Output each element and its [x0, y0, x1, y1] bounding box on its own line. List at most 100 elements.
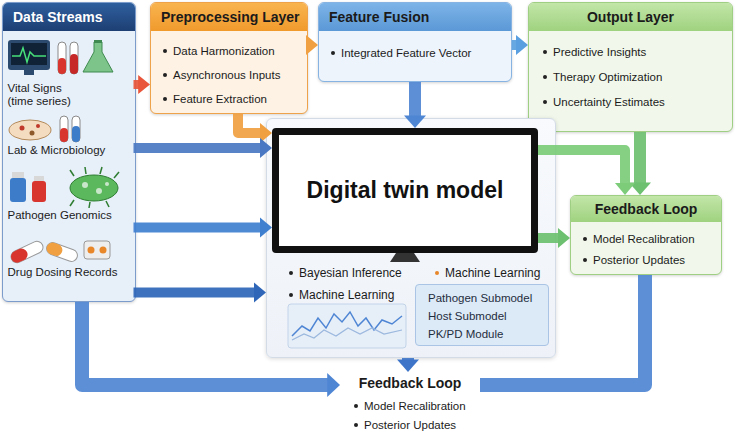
flow-arrow	[404, 82, 426, 128]
stream-label: Lab & Microbiology	[8, 144, 136, 157]
vital-signs-icon	[8, 40, 113, 75]
arrow-head	[558, 228, 570, 248]
bullet-row: Data Harmonization	[163, 39, 307, 63]
bullet-text: PK/PD Module	[428, 328, 503, 340]
submodel-list: Pathogen SubmodelHost SubmodelPK/PD Modu…	[416, 285, 548, 343]
arrow-head	[260, 138, 272, 158]
arrow-shaft	[538, 150, 625, 184]
bullet-dot	[331, 51, 335, 55]
arrow-shaft	[134, 288, 256, 298]
arrow-head	[629, 183, 651, 195]
arrow-shaft	[512, 40, 517, 50]
bullet-dot	[354, 423, 358, 427]
arrow-head	[260, 123, 272, 143]
flow-arrow	[538, 150, 635, 195]
bullet-dot	[435, 271, 439, 275]
output-box: Output LayerPredictive InsightsTherapy O…	[528, 2, 733, 132]
bullet-text: Predictive Insights	[553, 46, 646, 58]
bullet-text: Posterior Updates	[593, 254, 685, 266]
arrow-shaft	[634, 132, 646, 184]
bullet-row: Uncertainty Estimates	[543, 89, 732, 114]
preprocessing-box: Preprocessing LayerData HarmonizationAsy…	[150, 2, 308, 114]
bullet-row: Model Recalibration	[354, 396, 480, 415]
flow-arrow	[134, 138, 273, 158]
arrow-head	[327, 373, 340, 397]
bullet-dot	[289, 271, 293, 275]
arrow-shaft	[409, 82, 421, 117]
monitor-stand	[390, 253, 420, 262]
bullet-list: Model RecalibrationPosterior Updates	[571, 222, 721, 270]
stream-item: Drug Dosing Records	[4, 238, 134, 300]
bullet-text: Uncertainty Estimates	[553, 96, 665, 108]
bullet-dot	[163, 97, 167, 101]
stream-item: Lab & Microbiology	[4, 114, 134, 160]
bullet-text: Bayesian Inference	[299, 266, 402, 280]
flow-arrow	[629, 132, 651, 195]
arrow-head	[397, 360, 419, 372]
flow-arrow	[238, 114, 272, 143]
bullet-row: Asynchronous Inputs	[163, 63, 307, 87]
bullet-row: Feature Extraction	[163, 87, 307, 111]
panel-header: Output Layer	[529, 3, 732, 31]
stream-label: Vital Signs (time series)	[8, 82, 80, 108]
bullet-list: Data HarmonizationAsynchronous InputsFea…	[151, 31, 307, 111]
bullet-item: Machine Learning	[435, 265, 540, 281]
arrow-shaft	[538, 233, 559, 243]
arrow-head	[306, 35, 318, 55]
bullet-list: Predictive InsightsTherapy OptimizationU…	[529, 31, 732, 114]
arrow-shaft	[402, 358, 414, 361]
feedback-group: Feedback LoopModel RecalibrationPosterio…	[340, 372, 480, 438]
panel-header: Preprocessing Layer	[151, 3, 307, 31]
bullet-row: Predictive Insights	[543, 39, 732, 64]
model-panel: Bayesian InferenceMachine LearningMachin…	[266, 118, 556, 358]
arrow-shaft	[82, 302, 328, 385]
arrow-shaft	[134, 143, 262, 153]
arrow-shaft	[134, 223, 262, 233]
bullet-row: Pathogen Submodel	[428, 289, 548, 307]
bullet-text: Posterior Updates	[364, 419, 456, 431]
arrow-shaft	[480, 275, 645, 385]
bullet-text: Data Harmonization	[173, 45, 275, 57]
flow-arrow	[82, 302, 340, 397]
bullet-dot	[354, 404, 358, 408]
bullet-row: Machine Learning	[435, 265, 540, 281]
bullet-dot	[163, 73, 167, 77]
flow-arrow	[512, 35, 528, 55]
bullet-text: Host Submodel	[428, 310, 507, 322]
flow-arrow	[134, 283, 267, 303]
arrow-shaft	[238, 114, 261, 133]
panel-header: Feature Fusion	[319, 3, 511, 31]
arrow-head	[516, 35, 528, 55]
feedback-box: Feedback LoopModel RecalibrationPosterio…	[570, 195, 722, 275]
bullet-row: Posterior Updates	[583, 249, 721, 270]
flow-arrow	[134, 75, 151, 94]
flow-arrow	[134, 218, 273, 238]
monitor-screen: Digital twin model	[272, 128, 538, 253]
stream-label: Pathogen Genomics	[8, 209, 136, 222]
bullet-row: Posterior Updates	[354, 415, 480, 434]
bullet-row: Therapy Optimization	[543, 64, 732, 89]
arrow-shaft	[134, 80, 140, 89]
genomics-icon	[10, 167, 119, 208]
arrow-head	[404, 116, 426, 128]
bullet-text: Pathogen Submodel	[428, 292, 532, 304]
submodel-box: Pathogen SubmodelHost SubmodelPK/PD Modu…	[415, 284, 549, 346]
bullet-dot	[543, 50, 547, 54]
bullet-text: Machine Learning	[445, 266, 540, 280]
bullet-text: Integrated Feature Vector	[341, 47, 471, 59]
bullet-text: Model Recalibration	[364, 400, 466, 412]
bullet-text: Feature Extraction	[173, 93, 267, 105]
panel-header: Data Streams	[3, 3, 135, 31]
panel-header: Feedback Loop	[571, 196, 721, 222]
dosing-icon	[9, 239, 110, 264]
arrow-head	[260, 218, 272, 238]
stream-label: Drug Dosing Records	[8, 266, 136, 279]
arrow-shaft	[303, 40, 314, 50]
group-title: Feedback Loop	[340, 372, 480, 394]
bullet-row: Host Submodel	[428, 307, 548, 325]
bullet-row: Model Recalibration	[583, 228, 721, 249]
bullet-dot	[543, 75, 547, 79]
bullet-text: Asynchronous Inputs	[173, 69, 280, 81]
